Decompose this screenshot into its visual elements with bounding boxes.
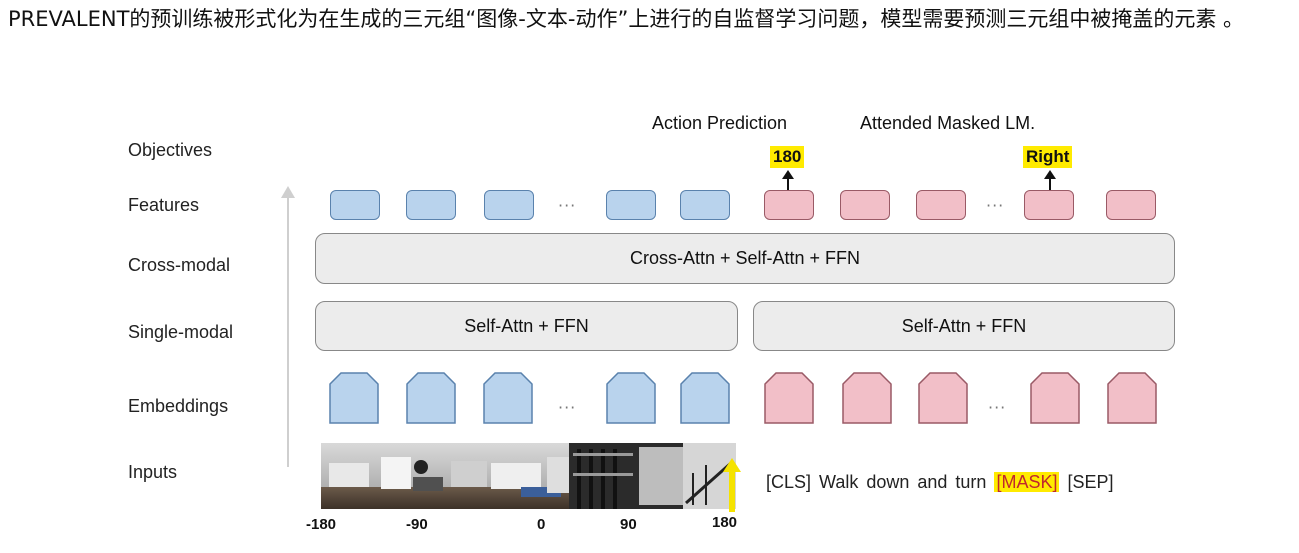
vision-embedding — [680, 372, 730, 424]
masked-token: [MASK] — [994, 472, 1060, 492]
vision-single-modal-label: Self-Attn + FFN — [464, 315, 589, 336]
feature-ellipsis: ··· — [558, 196, 577, 215]
vision-feature — [406, 190, 456, 220]
vertical-axis-line — [287, 192, 289, 467]
vision-feature — [606, 190, 656, 220]
masked-lm-arrow — [1044, 170, 1056, 202]
embedding-ellipsis: ··· — [558, 398, 577, 417]
language-feature — [916, 190, 966, 220]
language-feature — [764, 190, 814, 220]
language-feature — [1106, 190, 1156, 220]
heading-tick: 0 — [537, 516, 546, 533]
action-prediction-arrow — [782, 170, 794, 202]
cross-modal-layer-label: Cross-Attn + Self-Attn + FFN — [629, 248, 861, 268]
label-inputs: Inputs — [128, 462, 178, 482]
panorama-image-input — [321, 443, 736, 509]
action-prediction-output: 180 — [770, 146, 805, 168]
label-features: Features — [128, 195, 200, 215]
text-input-tokens: [CLS] Walk down and turn [MASK] [SEP] — [766, 472, 1114, 493]
vision-embedding — [606, 372, 656, 424]
feature-ellipsis: ··· — [986, 196, 1005, 215]
language-feature — [1024, 190, 1074, 220]
language-embedding — [842, 372, 892, 424]
intro-paragraph: PREVALENT的预训练被形式化为在生成的三元组“图像-文本-动作”上进行的自… — [8, 7, 1245, 31]
language-embedding — [764, 372, 814, 424]
vision-embedding — [329, 372, 379, 424]
heading-tick: 90 — [620, 516, 637, 533]
vision-feature — [484, 190, 534, 220]
language-single-modal-label: Self-Attn + FFN — [901, 315, 1027, 336]
vision-embedding — [406, 372, 456, 424]
heading-indicator-arrow — [723, 458, 741, 512]
vision-feature — [330, 190, 380, 220]
label-single-modal: Single-modal — [128, 322, 234, 342]
cross-modal-layer: Cross-Attn + Self-Attn + FFN — [315, 233, 1175, 284]
label-objectives: Objectives — [128, 140, 213, 160]
language-single-modal-layer: Self-Attn + FFN — [753, 301, 1175, 351]
heading-tick: 180 — [712, 514, 738, 531]
vision-embedding — [483, 372, 533, 424]
language-embedding — [918, 372, 968, 424]
language-feature — [840, 190, 890, 220]
heading-tick: -180 — [306, 516, 337, 533]
attended-masked-lm-heading: Attended Masked LM. — [860, 113, 1036, 133]
text-input-before-mask: [CLS] Walk down and turn — [766, 472, 987, 492]
action-prediction-heading: Action Prediction — [652, 113, 788, 133]
vision-feature — [680, 190, 730, 220]
language-embedding — [1107, 372, 1157, 424]
language-embedding — [1030, 372, 1080, 424]
masked-word-prediction: Right — [1023, 146, 1073, 168]
label-cross-modal: Cross-modal — [128, 255, 231, 275]
text-input-end-token: [SEP] — [1067, 472, 1114, 492]
heading-tick: -90 — [406, 516, 428, 533]
vision-single-modal-layer: Self-Attn + FFN — [315, 301, 738, 351]
embedding-ellipsis: ··· — [988, 398, 1007, 417]
label-embeddings: Embeddings — [128, 396, 229, 416]
